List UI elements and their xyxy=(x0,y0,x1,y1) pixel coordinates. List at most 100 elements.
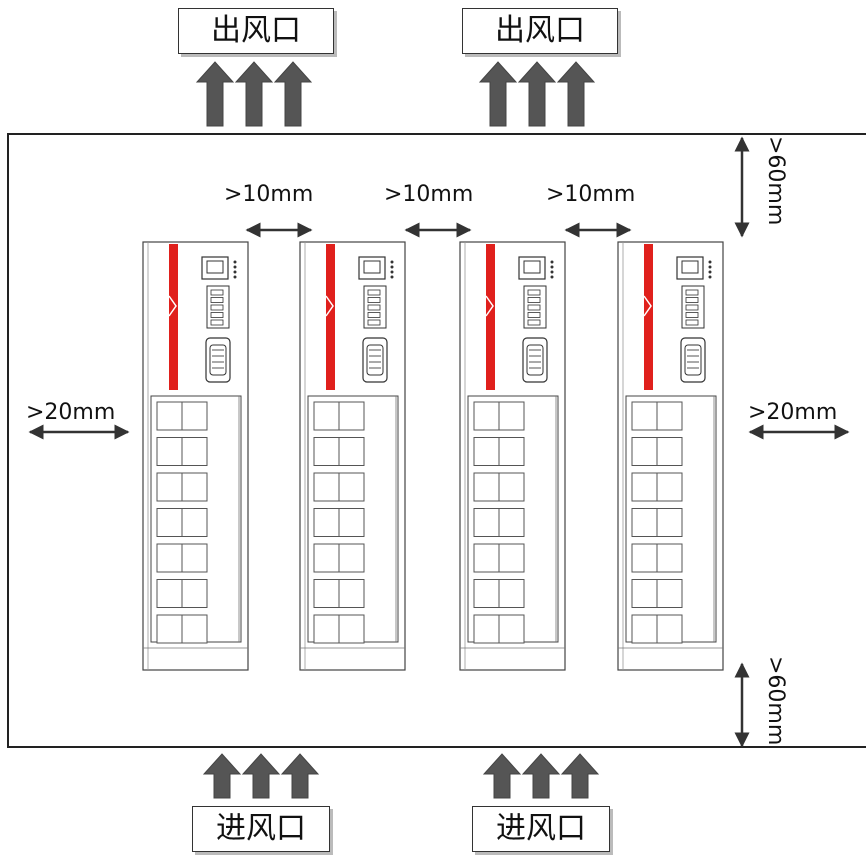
terminal-cell xyxy=(631,472,658,502)
left-clearance-label: >20mm xyxy=(26,400,116,425)
terminal-cell xyxy=(181,472,208,502)
status-led-icon xyxy=(550,270,554,274)
accent-stripe xyxy=(326,244,335,390)
terminal-cell xyxy=(313,401,340,431)
terminal-cell xyxy=(313,472,340,502)
terminal-cell xyxy=(156,401,183,431)
terminal-pin xyxy=(367,319,381,326)
inlet-airflow-arrows xyxy=(202,753,600,799)
status-led-icon xyxy=(233,275,237,279)
accent-stripe xyxy=(169,244,178,390)
terminal-connector-icon xyxy=(206,285,230,329)
terminal-cell xyxy=(498,579,525,608)
terminal-pin xyxy=(685,304,699,311)
terminal-pin xyxy=(367,297,381,303)
terminal-pin xyxy=(210,312,224,318)
terminal-cell xyxy=(181,508,208,537)
db-connector-icon xyxy=(522,337,548,383)
terminal-cell xyxy=(473,579,500,608)
terminal-cell xyxy=(473,508,500,537)
terminal-cell xyxy=(338,543,365,573)
terminal-cell xyxy=(473,437,500,466)
terminal-cell xyxy=(473,614,500,644)
status-led-icon xyxy=(550,265,554,269)
chevron-right-icon xyxy=(485,295,494,317)
up-arrow-icon xyxy=(517,61,557,127)
terminal-cell xyxy=(338,579,365,608)
terminal-cell xyxy=(338,614,365,644)
status-led-icon xyxy=(550,260,554,264)
up-arrow-icon xyxy=(556,61,596,127)
rj45-port-icon xyxy=(518,256,546,280)
terminal-pin xyxy=(527,312,541,318)
terminal-cell xyxy=(498,508,525,537)
terminal-cell xyxy=(338,472,365,502)
accent-stripe xyxy=(486,244,495,390)
up-arrow-icon xyxy=(195,61,235,127)
terminal-cell xyxy=(631,508,658,537)
rj45-inner xyxy=(523,260,541,274)
status-led-icon xyxy=(233,260,237,264)
up-arrow-icon xyxy=(521,753,561,799)
terminal-cell xyxy=(656,472,683,502)
terminal-cell xyxy=(156,614,183,644)
gap-label-3-4: >10mm xyxy=(546,182,636,207)
chevron-right-icon xyxy=(168,295,177,317)
rj45-inner xyxy=(681,260,699,274)
terminal-cell xyxy=(498,614,525,644)
db-connector-inner xyxy=(366,344,384,376)
terminal-cell xyxy=(498,543,525,573)
chevron-right-icon xyxy=(643,295,652,317)
terminal-pin xyxy=(527,289,541,296)
db-connector-icon xyxy=(362,337,388,383)
terminal-cell xyxy=(631,614,658,644)
gap-label-1-2: >10mm xyxy=(224,182,314,207)
terminal-pin xyxy=(210,297,224,303)
up-arrow-icon xyxy=(478,61,518,127)
terminal-pin xyxy=(527,297,541,303)
terminal-cell xyxy=(656,401,683,431)
terminal-pin xyxy=(527,319,541,326)
db-connector-icon xyxy=(205,337,231,383)
terminal-cell xyxy=(156,472,183,502)
right-clearance-label: >20mm xyxy=(748,400,838,425)
top-clearance-label: >60mm xyxy=(763,136,788,226)
cabinet-enclosure xyxy=(7,133,866,748)
status-led-icon xyxy=(233,265,237,269)
terminal-pin xyxy=(685,319,699,326)
terminal-pin xyxy=(210,289,224,296)
terminal-cell xyxy=(181,614,208,644)
terminal-connector-icon xyxy=(363,285,387,329)
db-connector-inner xyxy=(209,344,227,376)
terminal-cell xyxy=(498,437,525,466)
chevron-right-icon xyxy=(325,295,334,317)
terminal-cell xyxy=(338,437,365,466)
terminal-pin xyxy=(210,304,224,311)
terminal-cell xyxy=(313,579,340,608)
rj45-port-icon xyxy=(201,256,229,280)
outlet-label-left: 出风口 xyxy=(178,8,334,54)
terminal-cell xyxy=(631,437,658,466)
up-arrow-icon xyxy=(202,753,242,799)
terminal-cell xyxy=(473,401,500,431)
terminal-cell xyxy=(473,543,500,573)
terminal-pin xyxy=(367,289,381,296)
terminal-cell xyxy=(631,543,658,573)
terminal-pin xyxy=(210,319,224,326)
terminal-pin xyxy=(367,304,381,311)
terminal-cell xyxy=(156,543,183,573)
terminal-cell xyxy=(631,401,658,431)
up-arrow-icon xyxy=(280,753,320,799)
terminal-pin xyxy=(367,312,381,318)
outlet-airflow-arrows xyxy=(195,61,596,127)
status-led-icon xyxy=(708,270,712,274)
gap-label-2-3: >10mm xyxy=(384,182,474,207)
servo-drive-module xyxy=(299,241,406,671)
outlet-label-right: 出风口 xyxy=(462,8,618,54)
rj45-inner xyxy=(206,260,224,274)
terminal-pin xyxy=(527,304,541,311)
terminal-cell xyxy=(338,401,365,431)
terminal-cell xyxy=(156,579,183,608)
terminal-cell xyxy=(631,579,658,608)
